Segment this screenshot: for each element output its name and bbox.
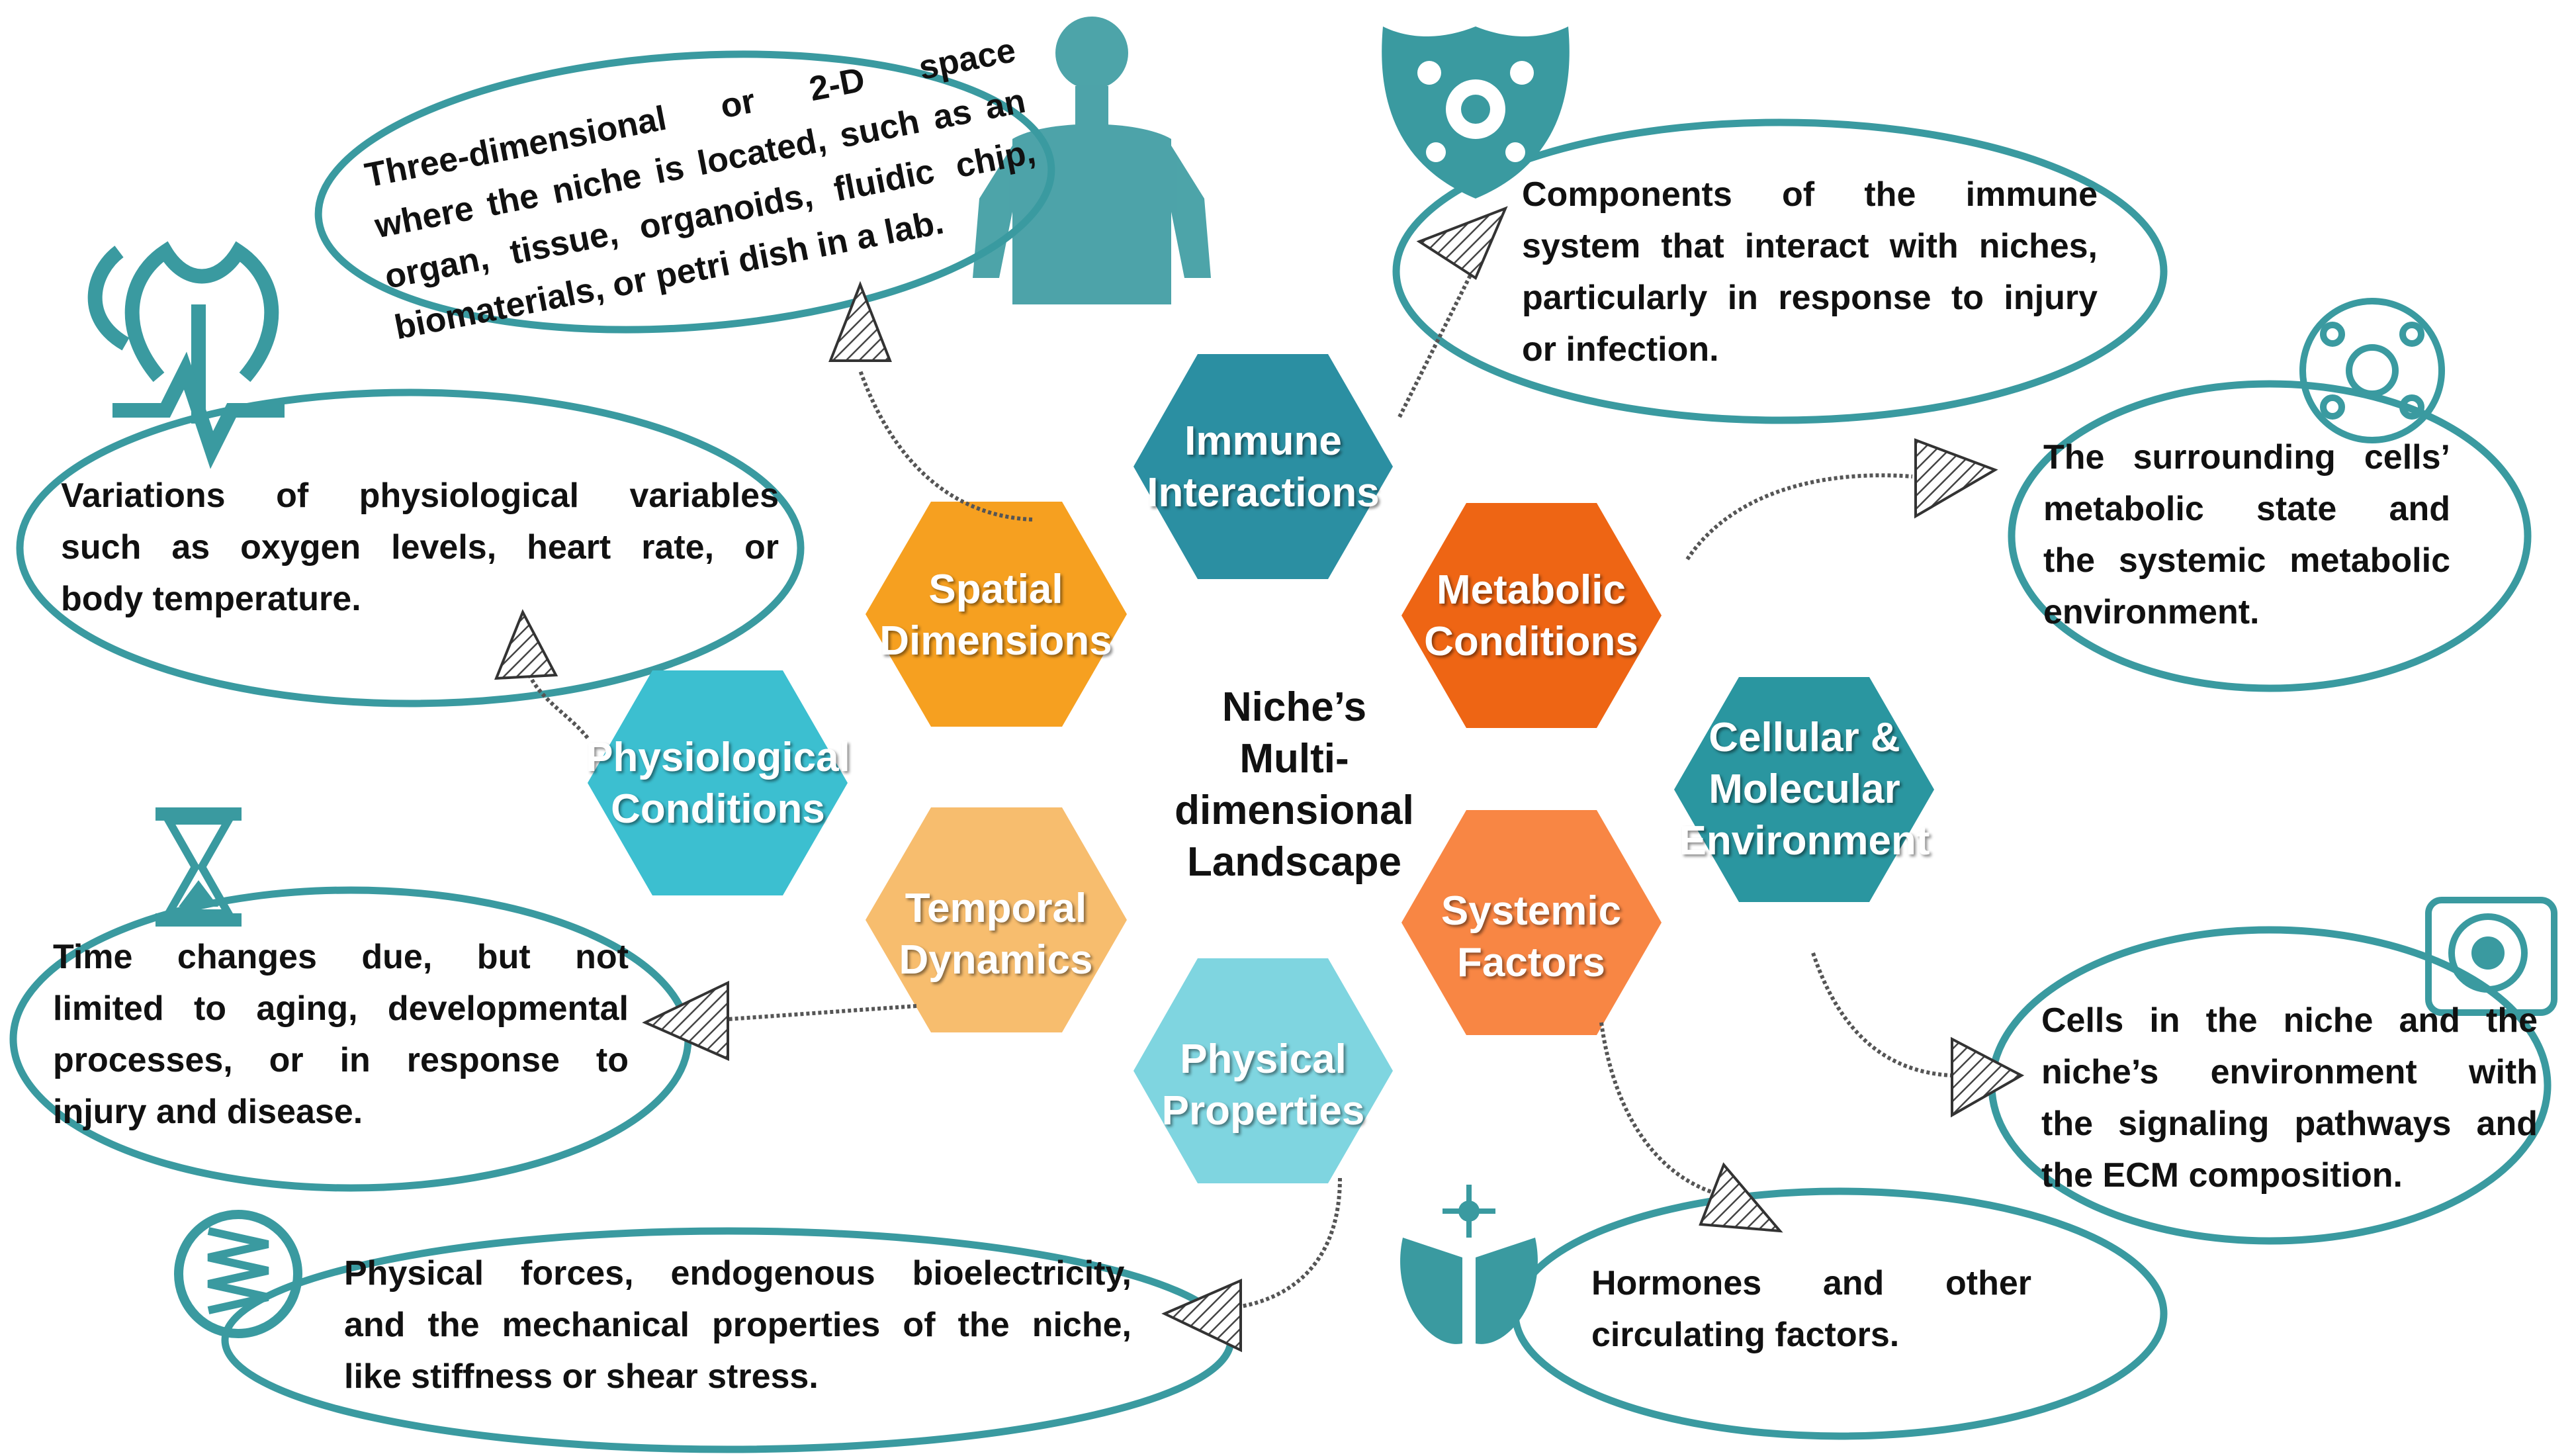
endocrine-icon [1400, 1185, 1538, 1344]
physiology-icon [87, 241, 285, 469]
hex-cellular [1674, 677, 1934, 902]
hex-label-cellular: Cellular & Molecular Environment [1679, 715, 1930, 864]
hex-immune [1133, 354, 1393, 579]
human-body-icon [973, 17, 1211, 304]
hex-metabolic [1401, 503, 1662, 728]
hex-systemic [1401, 810, 1662, 1035]
description-immune: Components of the immune system that int… [1522, 175, 2098, 369]
spring-icon [174, 1210, 302, 1338]
ellipse-immune [1392, 118, 2168, 424]
hex-label-temporal: Temporal Dynamics [899, 886, 1093, 983]
cell-icon [2425, 897, 2557, 1016]
hex-label-systemic: Systemic Factors [1441, 888, 1622, 985]
description-metabolic: The surrounding cells’ metabolic state a… [2043, 438, 2450, 631]
hex-temporal [866, 807, 1127, 1032]
hourglass-icon [155, 807, 242, 927]
arrowhead-spatial [828, 281, 892, 362]
arrowhead-systemic [1699, 1162, 1783, 1233]
immune-shield-icon [1382, 26, 1570, 199]
arrowhead-physiological [494, 609, 558, 680]
hex-label-physical: Physical Properties [1161, 1036, 1365, 1134]
metabolism-icon [2299, 298, 2445, 443]
description-temporal: Time changes due, but not limited to agi… [53, 938, 629, 1131]
hex-label-physiological: Physiological Conditions [586, 735, 850, 832]
arrowhead-temporal [642, 980, 729, 1062]
arrowhead-immune [1416, 206, 1508, 280]
hex-spatial [866, 502, 1127, 727]
center-title: Niche’s Multi- dimensional Landscape [1175, 684, 1414, 885]
hex-physical [1133, 958, 1393, 1183]
arrowhead-physical [1161, 1278, 1242, 1353]
hex-label-immune: Immune Interactions [1147, 418, 1380, 516]
description-physical: Physical forces, endogenous bioelectrici… [344, 1254, 1132, 1396]
description-physiological: Variations of physiological variables su… [61, 477, 779, 618]
hex-physiological [588, 670, 848, 895]
ellipse-physiological [16, 388, 805, 707]
hex-label-spatial: Spatial Dimensions [879, 567, 1112, 664]
description-systemic: Hormones and other circulating factors. [1591, 1264, 2031, 1354]
hex-label-metabolic: Metabolic Conditions [1424, 567, 1638, 664]
arrowhead-cellular [1951, 1036, 2025, 1118]
ellipse-metabolic [2008, 380, 2532, 692]
arrowhead-metabolic [1914, 438, 1998, 519]
description-cellular: Cells in the niche and the niche’s envir… [2041, 1001, 2538, 1195]
